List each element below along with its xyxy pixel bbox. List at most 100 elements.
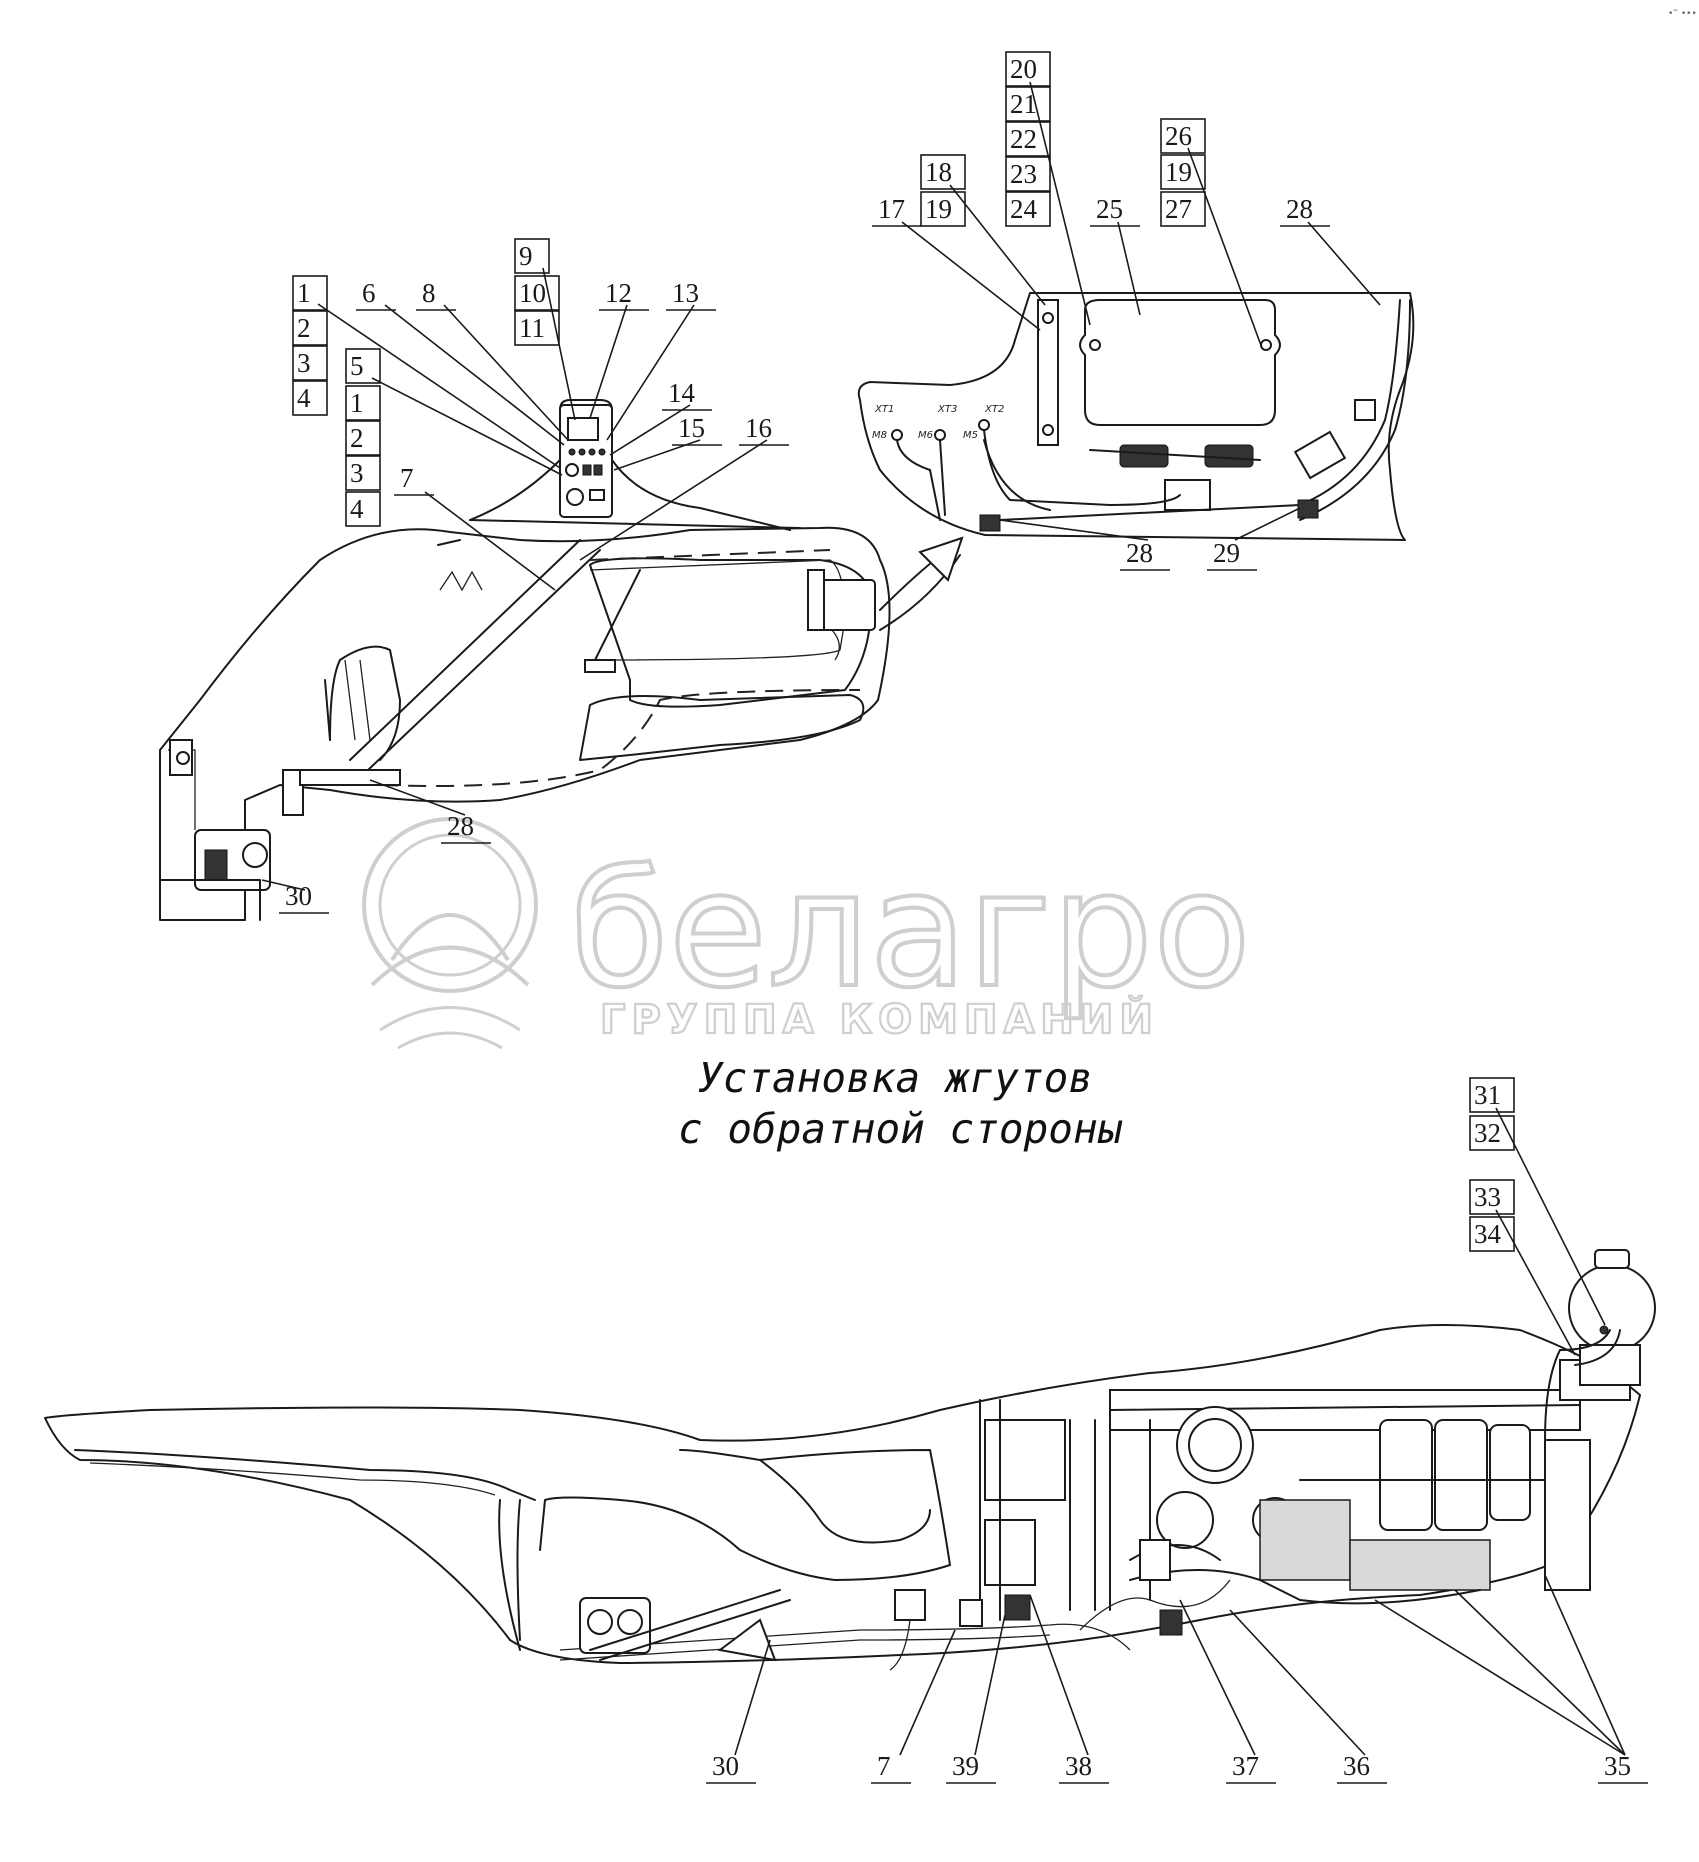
leader-line [1187,147,1263,349]
callout-number: 22 [1010,124,1037,154]
leader-line [579,439,768,561]
callout-box [1160,154,1206,190]
callout-box [920,191,966,227]
callout-number: 3 [350,458,364,488]
label-xt1: XT1 [874,404,894,415]
callout-box [292,345,328,381]
watermark-brand: белагро [570,836,1251,1023]
callout-box [514,310,560,346]
leader-line [1374,1599,1626,1756]
callout-24: 24 [1005,191,1051,227]
ecu-module [1079,299,1281,426]
callout-number: 2 [297,313,311,343]
callout-33: 33 [1469,1179,1576,1356]
callout-number: 16 [745,413,772,443]
callout-number: 36 [1343,1751,1370,1781]
callout-number: 1 [350,388,364,418]
leader-line [734,1639,771,1756]
callout-box [292,310,328,346]
callout-number: 39 [952,1751,979,1781]
callout-7: 7 [394,463,556,591]
callout-number: 1 [297,278,311,308]
leader-line [999,519,1149,541]
cab-view [159,399,964,921]
callout-19: 19 [920,191,966,227]
leader-line [1179,1599,1256,1756]
callout-number: 25 [1096,194,1123,224]
callout-number: 18 [925,157,952,187]
callout-number: 38 [1065,1751,1092,1781]
callout-number: 21 [1010,89,1037,119]
callout-box [514,238,550,274]
callout-5: 5 [345,348,563,476]
leader-line [609,404,691,456]
leader-line [443,304,569,441]
callout-29: 29 [1207,507,1301,571]
leader-line [1454,1589,1626,1756]
callout-number: 23 [1010,159,1037,189]
heading-line-2: с обратной стороны [678,1105,1123,1153]
callout-number: 4 [350,494,364,524]
callout-10: 10 [514,275,560,311]
callout-number: 31 [1474,1080,1501,1110]
callout-26: 26 [1160,118,1263,349]
callout-number: 10 [519,278,546,308]
leader-line [261,879,306,891]
callout-box [1005,51,1051,87]
callout-12: 12 [589,278,649,419]
corner-mark: •‴ ••• [1668,9,1697,19]
watermark-logo-icon [362,817,538,1050]
callout-number: 13 [672,278,699,308]
callout-2: 2 [292,310,328,346]
callout-box [920,154,966,190]
watermark-subtitle: ГРУППА КОМПАНИЙ [600,995,1159,1043]
callout-number: 28 [447,811,474,841]
callout-box [292,380,328,416]
callout-number: 19 [925,194,952,224]
callout-box [1005,156,1051,192]
leader-line [371,377,563,476]
callout-number: 14 [668,378,696,408]
leader-line [1229,1609,1366,1756]
callout-4: 4 [345,491,381,527]
leader-line [1307,221,1381,306]
callout-4: 4 [292,380,328,416]
cab-box [984,1419,1066,1501]
callout-25: 25 [1090,194,1141,316]
callout-28: 28 [1280,194,1381,306]
callout-30: 30 [261,879,329,914]
callout-35: 35 [1374,1574,1648,1784]
callout-number: 9 [519,241,533,271]
callout-38: 38 [1029,1594,1109,1784]
callout-number: 27 [1165,194,1192,224]
callout-16: 16 [579,413,789,561]
callout-number: 11 [519,313,545,343]
callout-27: 27 [1160,191,1206,227]
callout-23: 23 [1005,156,1051,192]
callout-number: 2 [350,423,364,453]
callout-box [1005,191,1051,227]
callout-28: 28 [369,779,491,844]
callout-number: 4 [297,383,311,413]
leader-line [1234,507,1301,541]
callout-36: 36 [1229,1609,1387,1784]
callout-2: 2 [345,420,381,456]
callout-37: 37 [1179,1599,1276,1784]
callout-13: 13 [606,278,716,441]
leader-line [1029,81,1091,326]
callout-1: 1 [345,385,381,421]
callout-box [345,348,381,384]
leader-line [1544,1574,1626,1756]
callout-box [1005,121,1051,157]
callout-number: 8 [422,278,436,308]
label-xt2: XT2 [984,404,1004,415]
label-m8: M8 [872,430,887,441]
callout-number: 37 [1232,1751,1259,1781]
callout-number: 33 [1474,1182,1501,1212]
leader-line [424,491,556,591]
bracket-strip [1037,299,1059,446]
callout-11: 11 [514,310,560,346]
callout-21: 21 [1005,86,1051,122]
